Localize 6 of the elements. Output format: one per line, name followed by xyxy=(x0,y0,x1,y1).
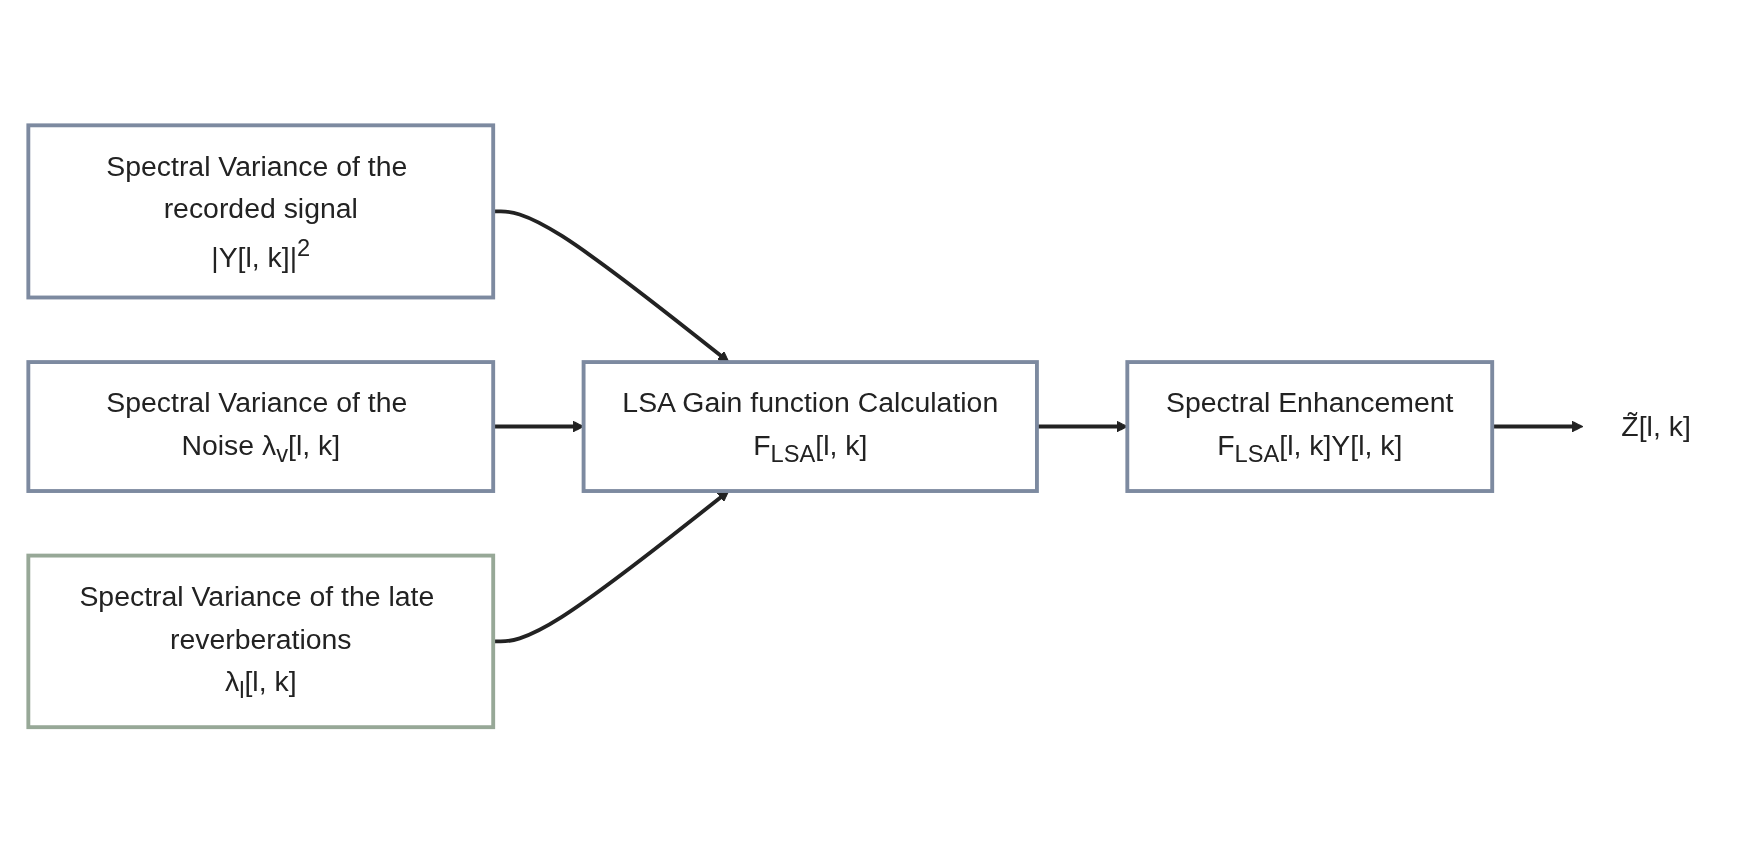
node-text: Z̃[l, k] xyxy=(1620,410,1691,443)
node-box: Spectral Variance of the late reverberations λ$_{l}$[l, k] xyxy=(25,553,495,730)
node-box: Spectral Variance of the Noise λ$_{v}$[l, k] xyxy=(25,360,495,494)
node-box: Spectral Variance of the recorded signal |Y[l, k]|$^{2}$ xyxy=(25,123,495,300)
node-box: LSA Gain function Calculation F$_{LSA}$[l, k] xyxy=(581,360,1039,494)
node-box: Spectral Enhancement F$_{LSA}$[l, k]Y[l, k] xyxy=(1124,360,1494,494)
